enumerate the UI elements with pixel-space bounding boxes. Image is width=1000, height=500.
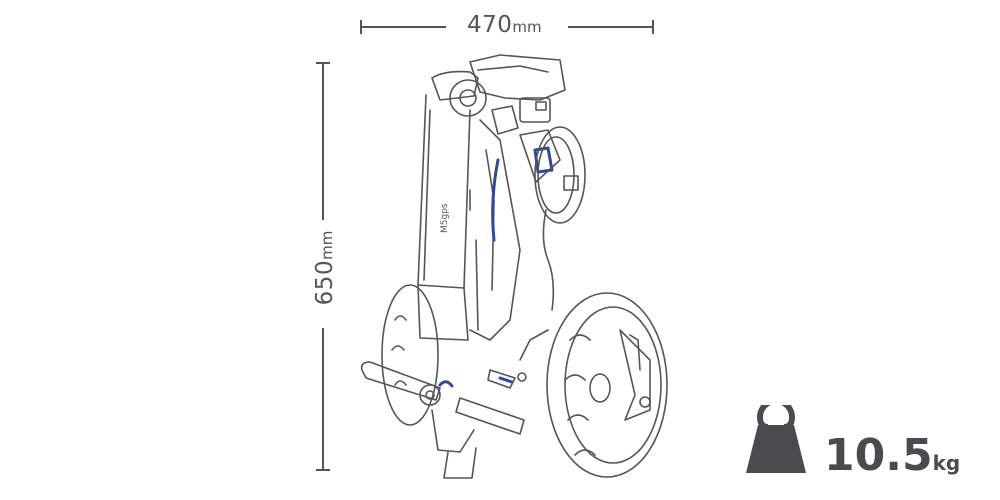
width-line-right xyxy=(568,26,654,28)
height-label: 650mm xyxy=(305,193,347,343)
width-label: 470mm xyxy=(467,12,542,38)
height-line-top xyxy=(322,62,324,220)
rear-wheel xyxy=(546,292,668,478)
brand-mark: M5gps xyxy=(440,203,450,233)
height-unit: mm xyxy=(318,230,336,260)
width-unit: mm xyxy=(512,18,542,36)
weight-icon xyxy=(746,405,806,473)
main-frame: M5gps xyxy=(417,94,521,341)
height-tick-bottom xyxy=(316,469,330,471)
left-wheel xyxy=(360,284,525,479)
weight-unit: kg xyxy=(932,451,961,475)
width-tick-right xyxy=(652,20,654,34)
width-value: 470 xyxy=(467,12,513,38)
battery-cable xyxy=(487,329,549,389)
golf-trolley-drawing: M5gps xyxy=(360,54,668,479)
height-line-bottom xyxy=(322,328,324,470)
weight-value: 10.5 xyxy=(824,430,933,481)
height-value: 650 xyxy=(312,259,338,306)
width-line-left xyxy=(360,26,446,28)
handle-assembly xyxy=(431,54,566,135)
weight-label: 10.5kg xyxy=(824,430,960,481)
front-wheel xyxy=(519,126,586,311)
